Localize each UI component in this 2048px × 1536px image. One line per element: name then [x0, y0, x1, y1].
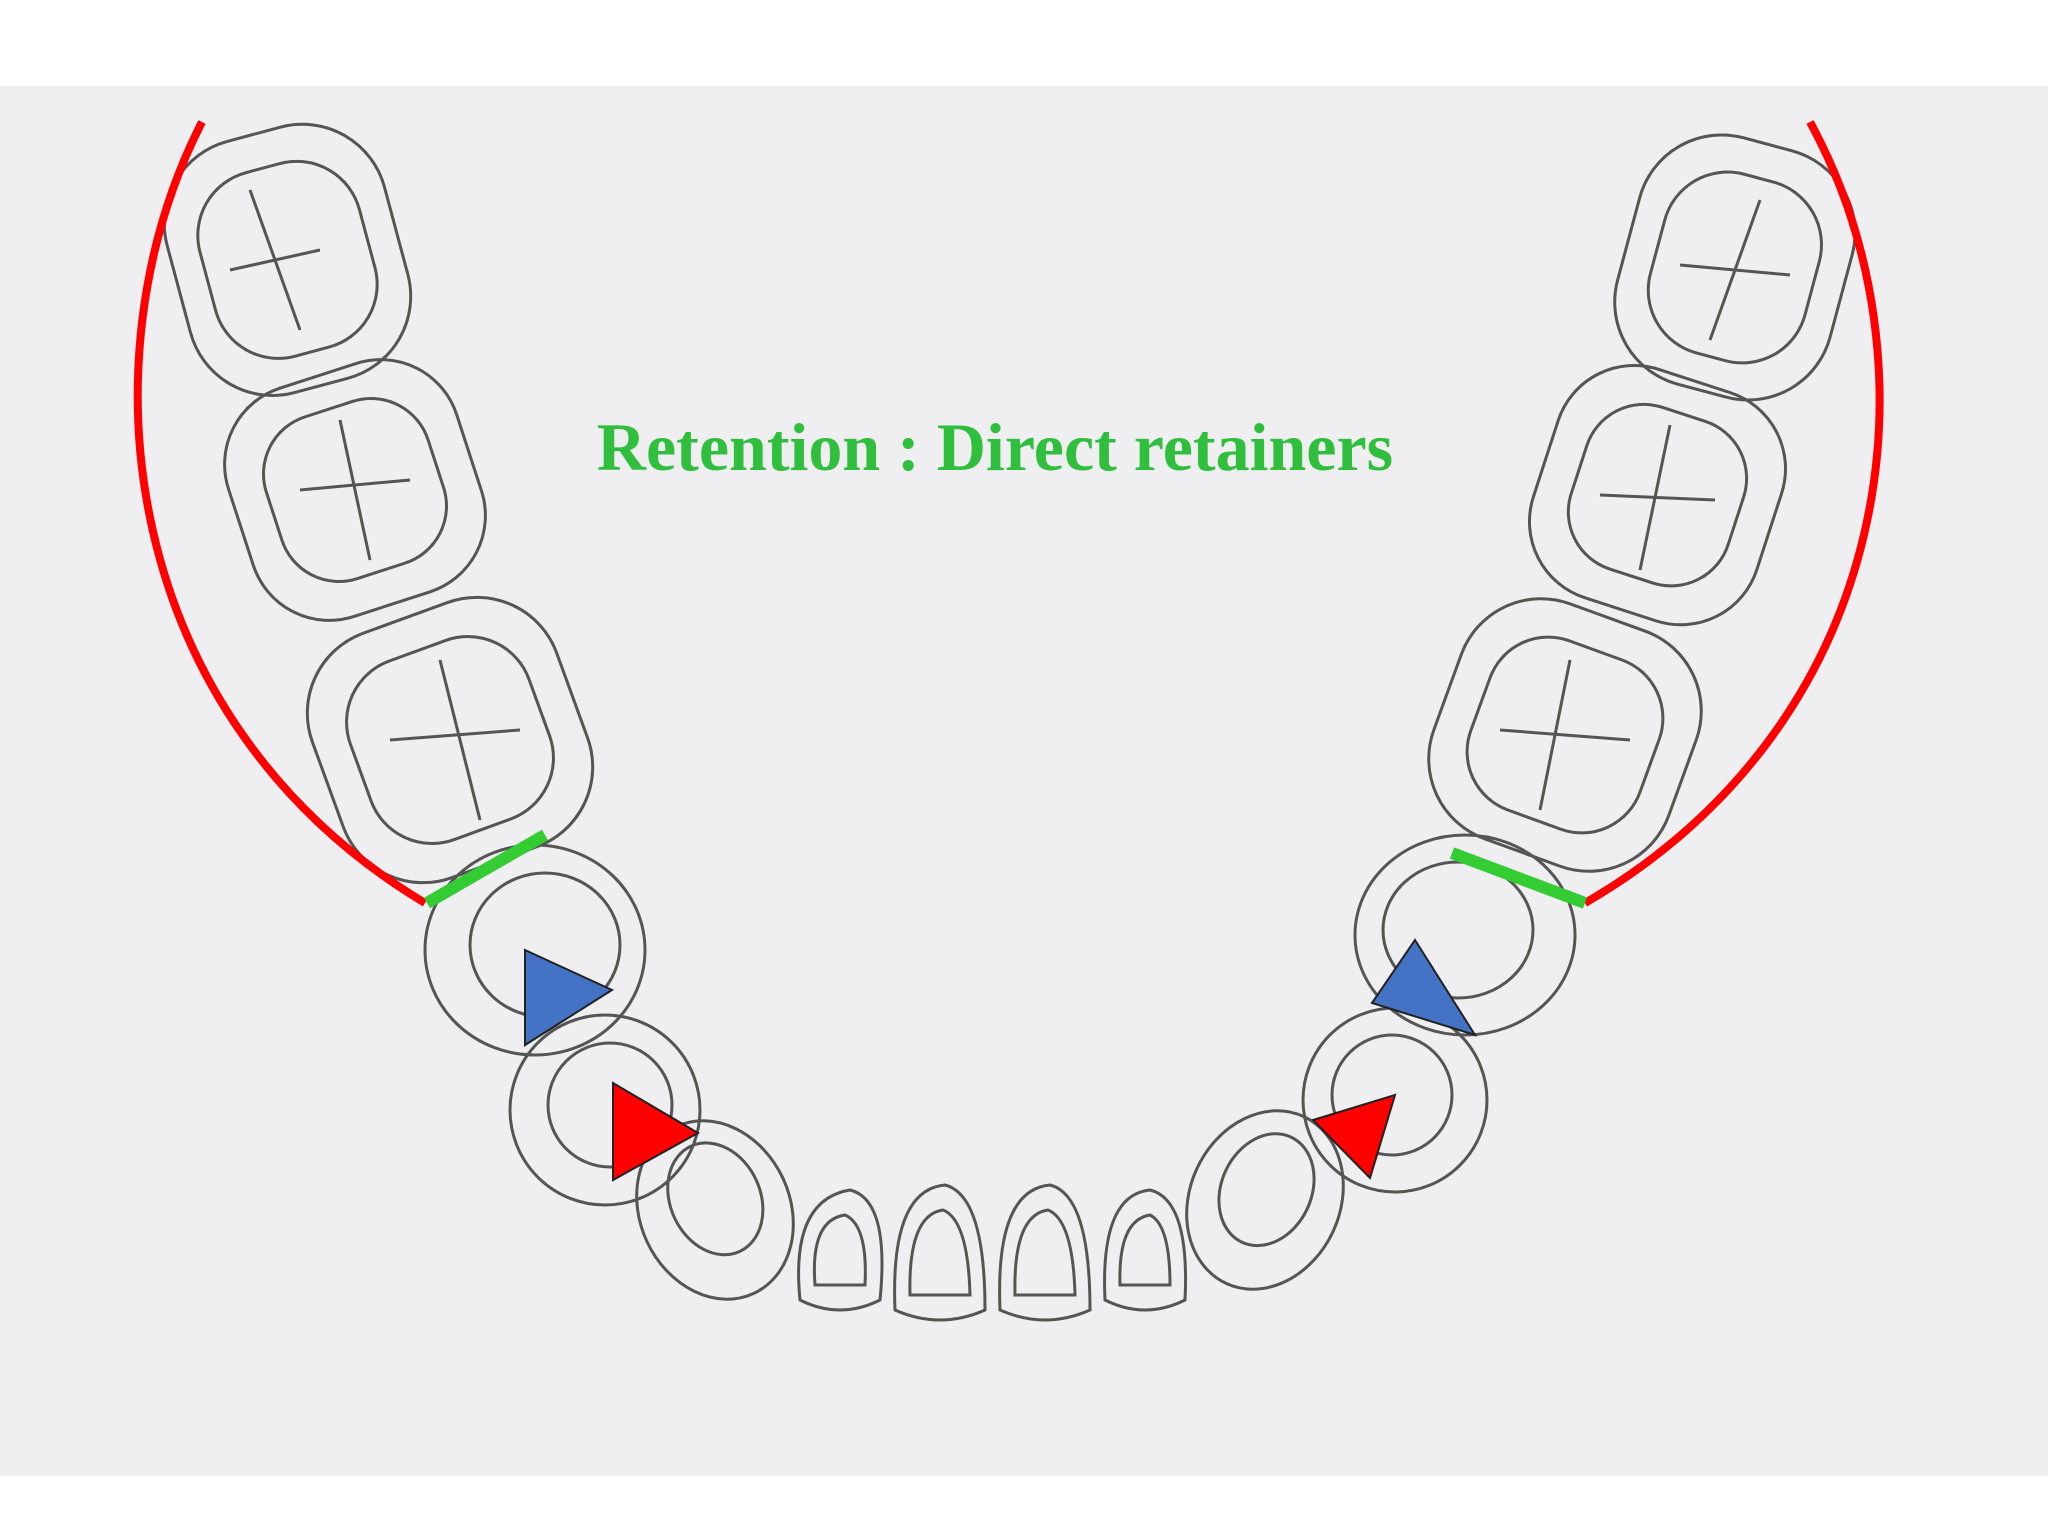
tooth-left-third-molar	[162, 122, 413, 397]
tooth-right-third-molar	[1613, 133, 1857, 402]
tooth-left-second-molar	[223, 358, 487, 622]
left-saddle-arc	[133, 120, 428, 907]
tooth-left-first-premolar	[508, 1013, 702, 1207]
page-title: Retention : Direct retainers	[596, 409, 1394, 485]
tooth-right-second-premolar	[1353, 833, 1577, 1037]
right-green-marker	[1449, 847, 1588, 909]
tooth-incisor-3	[998, 1183, 1092, 1322]
lower-dental-arch	[162, 122, 1857, 1322]
left-red-arrow	[612, 1081, 701, 1182]
tooth-right-first-molar	[1427, 597, 1703, 873]
right-blue-arrow	[1370, 938, 1478, 1037]
dental-arch-image	[0, 86, 2048, 1476]
tooth-right-second-molar	[1527, 364, 1788, 627]
tooth-left-first-molar	[305, 595, 595, 885]
tooth-incisor-1	[797, 1188, 884, 1312]
right-red-arrow	[1311, 1093, 1397, 1180]
left-blue-arrow	[524, 948, 615, 1047]
tooth-incisor-4	[1103, 1188, 1188, 1312]
left-green-marker	[424, 829, 548, 909]
right-saddle-arc	[1582, 120, 1884, 907]
tooth-incisor-2	[893, 1183, 987, 1322]
